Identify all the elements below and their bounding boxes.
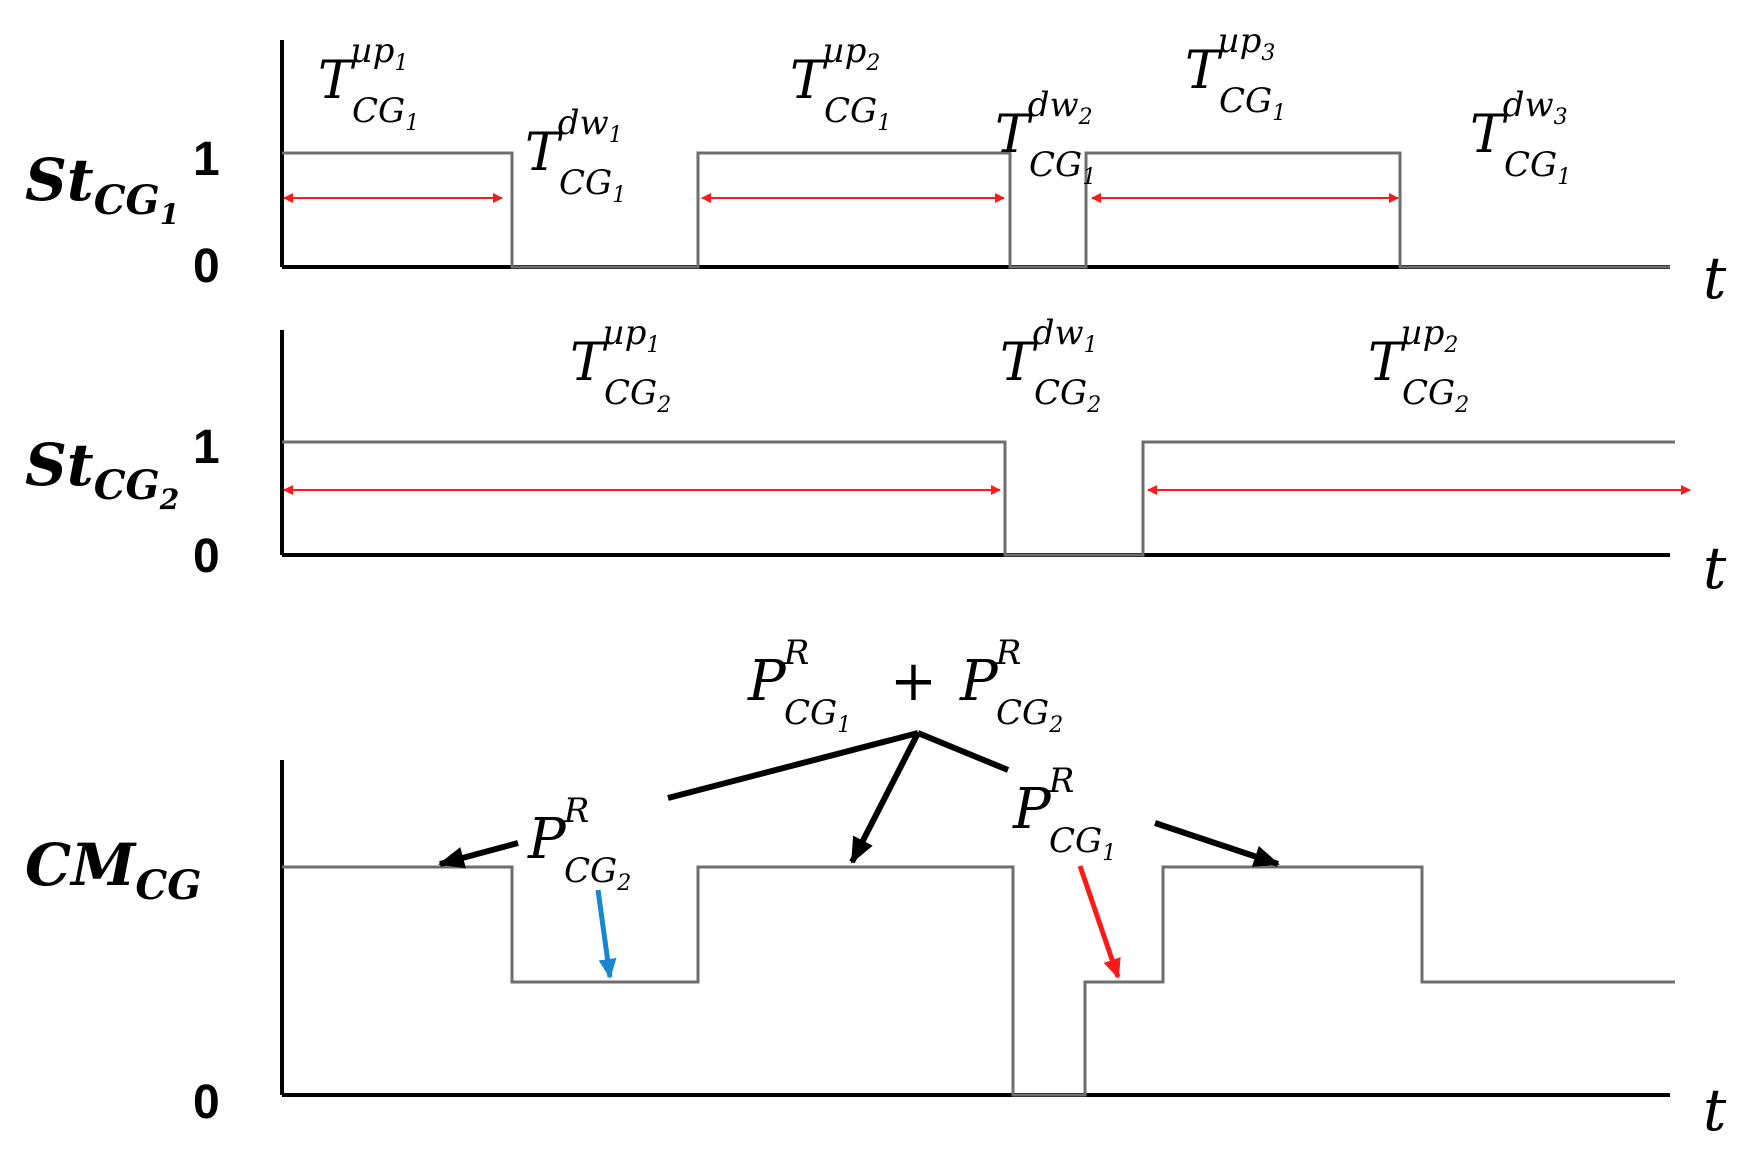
panel1-tick-one: 1 — [193, 133, 220, 186]
panel2-tick-one: 1 — [193, 421, 220, 474]
sum-pointer-arrow-right — [1154, 820, 1280, 867]
sum-pointer-arrow-left — [438, 840, 519, 869]
sum-pointer-line-right — [916, 730, 1010, 773]
sum-pointer-arrow-middle — [849, 731, 921, 864]
panel1-ylabel: StCG1 — [25, 146, 179, 231]
panel2-state-signal — [282, 440, 1675, 557]
panel2-ylabel: StCG2 — [25, 431, 179, 516]
panel3-committed-power-signal — [282, 865, 1675, 1097]
cg1-pointer-arrow — [1077, 865, 1121, 979]
panel2-tick-zero: 0 — [193, 530, 220, 583]
panel1-state-signal — [282, 151, 1670, 269]
panel3-ylabel: CMCG — [25, 831, 201, 909]
cg2-pointer-arrow — [595, 889, 617, 979]
panel2-axis-t: t — [1703, 534, 1727, 602]
panel3-tick-zero: 0 — [193, 1076, 220, 1129]
panel1-axis-t: t — [1703, 244, 1727, 312]
panel1-tick-zero: 0 — [193, 240, 220, 293]
sum-pointer-line-left — [667, 730, 919, 801]
panel3-axis-t: t — [1703, 1076, 1727, 1144]
